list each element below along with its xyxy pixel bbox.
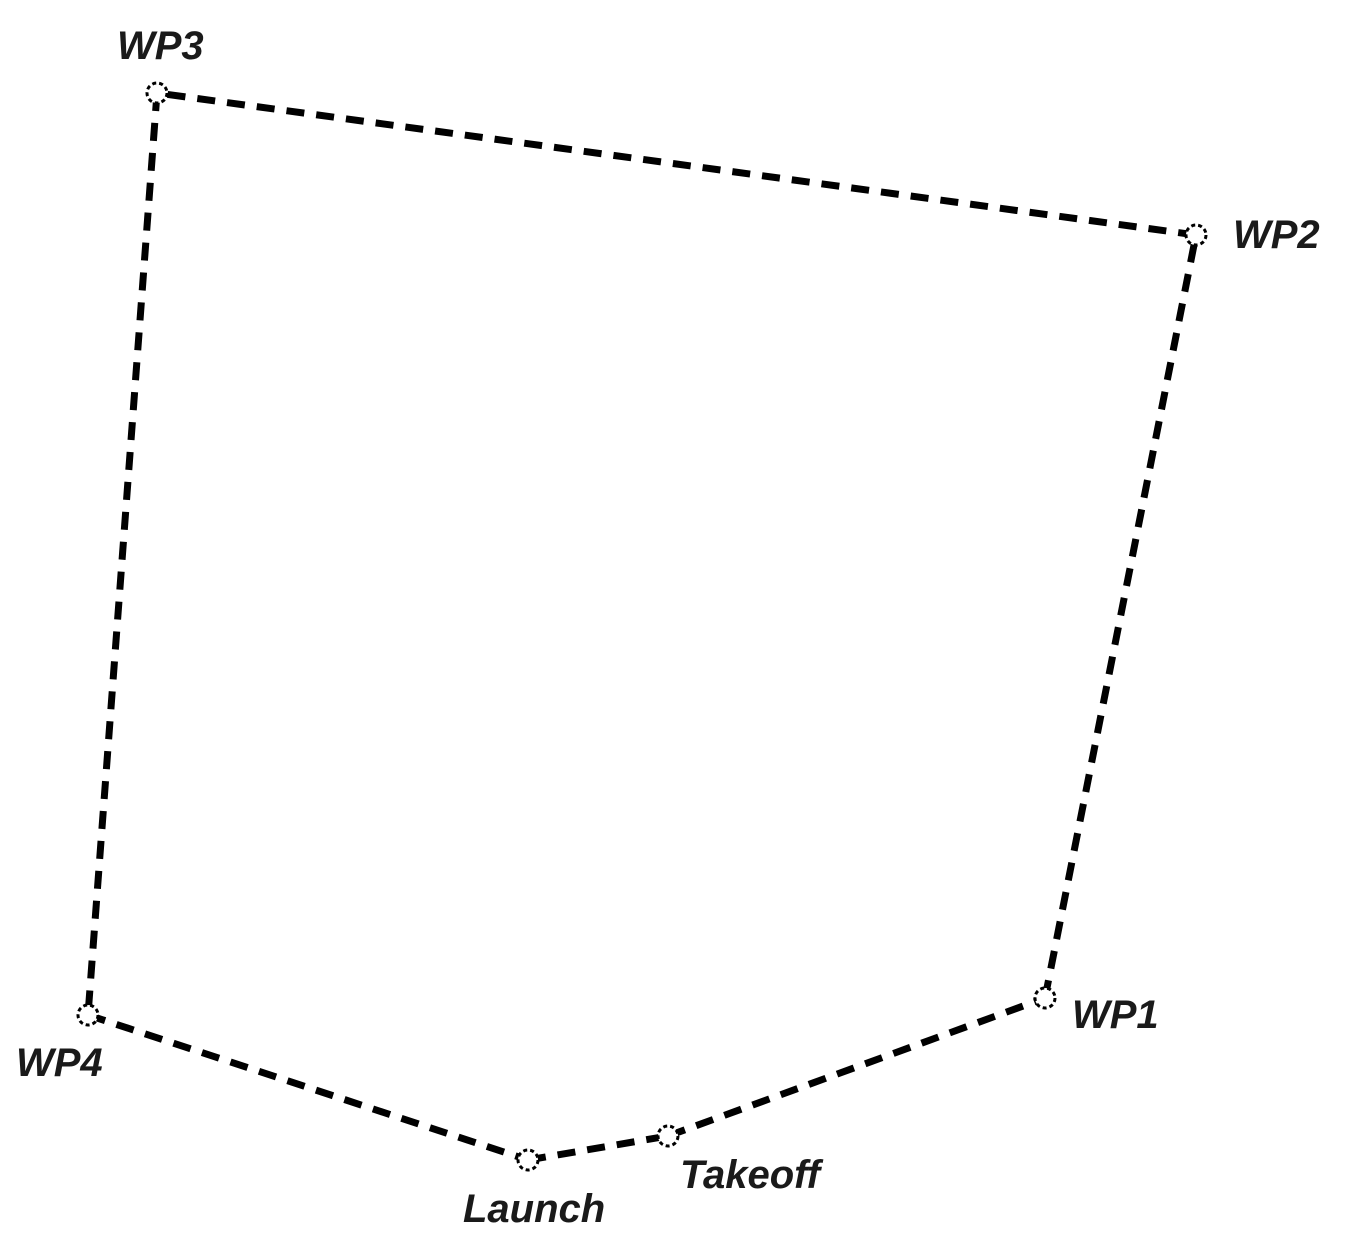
waypoint-marker-takeoff bbox=[656, 1124, 680, 1148]
waypoint-label-takeoff: Takeoff bbox=[680, 1153, 824, 1197]
waypoint-markers bbox=[76, 81, 1208, 1172]
waypoint-marker-icon bbox=[145, 81, 169, 105]
route-segment-launch-to-takeoff bbox=[527, 1132, 669, 1164]
waypoint-marker-wp1 bbox=[1033, 986, 1057, 1010]
waypoint-marker-wp3 bbox=[145, 81, 169, 105]
waypoint-label-wp3: WP3 bbox=[117, 24, 204, 68]
waypoint-marker-icon bbox=[1033, 986, 1057, 1010]
waypoint-marker-icon bbox=[656, 1124, 680, 1148]
waypoint-marker-wp4 bbox=[76, 1003, 100, 1027]
waypoint-label-launch: Launch bbox=[463, 1187, 605, 1231]
waypoint-marker-icon bbox=[516, 1148, 540, 1172]
waypoint-marker-wp2 bbox=[1184, 223, 1208, 247]
waypoint-marker-icon bbox=[76, 1003, 100, 1027]
route-segment-wp1-to-wp2 bbox=[1041, 234, 1200, 999]
waypoint-label-wp4: WP4 bbox=[16, 1041, 103, 1085]
waypoint-label-wp2: WP2 bbox=[1233, 213, 1320, 257]
route-segments bbox=[84, 89, 1200, 1164]
waypoint-label-wp1: WP1 bbox=[1072, 993, 1159, 1037]
route-segment-wp3-to-wp4 bbox=[84, 92, 161, 1016]
route-segment-wp4-to-launch bbox=[86, 1011, 530, 1164]
waypoint-labels: Launch Takeoff WP1 WP2 WP3 WP4 bbox=[16, 24, 1320, 1231]
route-segment-wp2-to-wp3 bbox=[156, 89, 1197, 239]
route-segment-takeoff-to-wp1 bbox=[666, 994, 1047, 1140]
waypoint-marker-icon bbox=[1184, 223, 1208, 247]
waypoint-marker-launch bbox=[516, 1148, 540, 1172]
